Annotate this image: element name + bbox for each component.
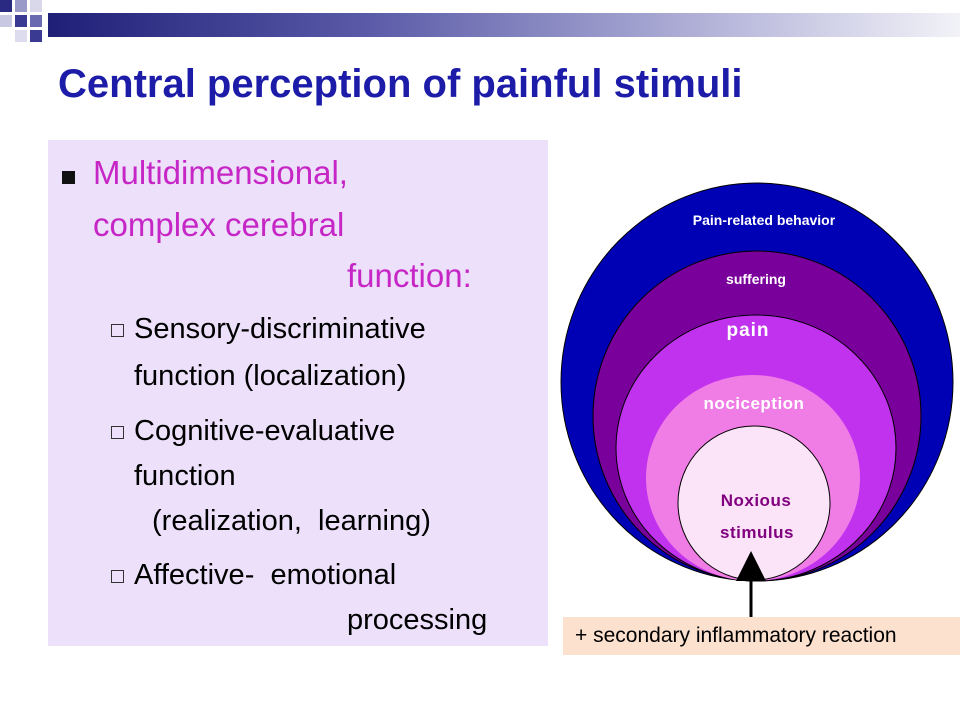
label-stimulus: stimulus	[720, 523, 794, 542]
main-point-line2: complex cerebral	[93, 206, 345, 243]
sub-bullet-icon	[111, 324, 124, 337]
label-pain: pain	[726, 320, 769, 341]
sub-point-1-line2: function (localization)	[134, 360, 407, 392]
sub-bullet-icon	[111, 570, 124, 583]
main-bullet-icon	[62, 171, 75, 184]
text-panel	[48, 140, 548, 646]
main-point-line3: function:	[347, 257, 472, 294]
decor-square	[30, 30, 42, 42]
top-gradient-bar	[48, 13, 960, 37]
sub-point-1-line1: Sensory-discriminative	[134, 313, 426, 345]
main-point-line1: Multidimensional,	[93, 154, 348, 191]
sub-point-2-line2: function	[134, 460, 236, 492]
decor-square	[15, 15, 27, 27]
inflammatory-reaction-label: + secondary inflammatory reaction	[563, 617, 960, 655]
label-nociception: nociception	[704, 394, 805, 413]
sub-point-3-line2: processing	[347, 604, 488, 636]
decor-square	[0, 15, 12, 27]
decor-square	[15, 30, 27, 42]
label-behavior: Pain-related behavior	[693, 212, 836, 228]
sub-bullet-icon	[111, 426, 124, 439]
label-suffering: suffering	[726, 271, 786, 287]
decor-square	[15, 0, 27, 12]
sub-point-3-line1: Affective- emotional	[134, 559, 397, 591]
decor-square	[0, 0, 12, 12]
decor-square	[30, 15, 42, 27]
sub-point-2-line3: (realization, learning)	[152, 505, 431, 537]
slide-title: Central perception of painful stimuli	[58, 62, 743, 106]
label-noxious: Noxious	[721, 491, 792, 510]
sub-point-2-line1: Cognitive-evaluative	[134, 415, 396, 447]
decor-square	[30, 0, 42, 12]
